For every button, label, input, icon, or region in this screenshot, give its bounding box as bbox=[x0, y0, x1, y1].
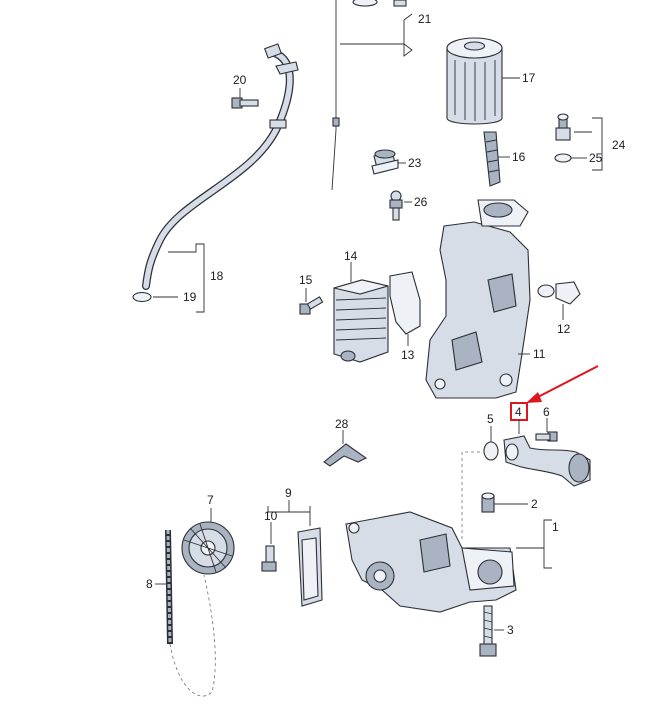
chain-sprocket-7 bbox=[181, 521, 235, 575]
callout-13: 13 bbox=[401, 348, 415, 362]
oil-pump-1 bbox=[345, 511, 517, 613]
bolt-15 bbox=[299, 296, 324, 315]
callout-18: 18 bbox=[210, 269, 224, 283]
callout-10: 10 bbox=[264, 509, 278, 523]
bolt-10 bbox=[261, 545, 277, 572]
sleeve-2 bbox=[481, 492, 495, 513]
leader-18 bbox=[168, 243, 205, 313]
o-ring-19 bbox=[132, 291, 152, 303]
callout-25: 25 bbox=[589, 151, 603, 165]
callout-9: 9 bbox=[285, 486, 292, 500]
callout-12: 12 bbox=[557, 322, 571, 336]
callout-6: 6 bbox=[543, 405, 550, 419]
oil-level-sensor-23 bbox=[371, 149, 399, 175]
seal-ring-25 bbox=[554, 153, 572, 163]
bracket-28 bbox=[323, 443, 368, 467]
assembly-dashed-line bbox=[461, 451, 480, 540]
callout-21: 21 bbox=[418, 12, 432, 26]
chain-tensioner-9 bbox=[297, 527, 323, 607]
callout-8: 8 bbox=[146, 577, 153, 591]
o-ring-5 bbox=[483, 441, 499, 461]
oil-pressure-switch-24 bbox=[555, 113, 571, 141]
bolt-3 bbox=[479, 605, 497, 657]
callout-17: 17 bbox=[522, 71, 536, 85]
callout-7: 7 bbox=[207, 493, 214, 507]
callout-24: 24 bbox=[612, 138, 626, 152]
oil-intake-pipe-4 bbox=[503, 435, 591, 487]
leader-21 bbox=[340, 13, 413, 57]
bolt-20 bbox=[231, 97, 259, 109]
dipstick-part bbox=[331, 0, 407, 191]
callout-20: 20 bbox=[233, 73, 247, 87]
dipstick-guide-tube bbox=[142, 43, 299, 290]
drive-chain-8 bbox=[165, 529, 216, 697]
leader-9 bbox=[267, 500, 311, 526]
leader-24 bbox=[574, 117, 603, 171]
oil-filter bbox=[446, 37, 503, 125]
callout-14: 14 bbox=[344, 249, 358, 263]
callout-22: 22 bbox=[396, 0, 410, 2]
callout-3: 3 bbox=[507, 623, 514, 637]
callout-11: 11 bbox=[533, 347, 546, 361]
callout-2: 2 bbox=[531, 497, 538, 511]
callout-15: 15 bbox=[299, 273, 313, 287]
callout-16: 16 bbox=[512, 150, 526, 164]
highlight-arrow bbox=[535, 365, 599, 399]
seal-kit-12 bbox=[537, 281, 581, 305]
callout-1: 1 bbox=[552, 520, 559, 534]
filter-element-16 bbox=[483, 131, 501, 187]
oil-filter-housing-11 bbox=[425, 199, 531, 399]
oil-spray-jet-26 bbox=[389, 190, 403, 221]
bolt-6 bbox=[535, 431, 558, 442]
callout-4: 4 bbox=[515, 405, 522, 419]
highlight-arrowhead bbox=[526, 392, 542, 403]
callout-28: 28 bbox=[335, 417, 349, 431]
leader-1 bbox=[516, 519, 552, 569]
oil-cooler-14 bbox=[333, 279, 389, 363]
callout-23: 23 bbox=[408, 156, 422, 170]
callout-26: 26 bbox=[414, 195, 428, 209]
callout-19: 19 bbox=[183, 290, 197, 304]
gasket-13 bbox=[389, 271, 421, 335]
callout-5: 5 bbox=[487, 412, 494, 426]
